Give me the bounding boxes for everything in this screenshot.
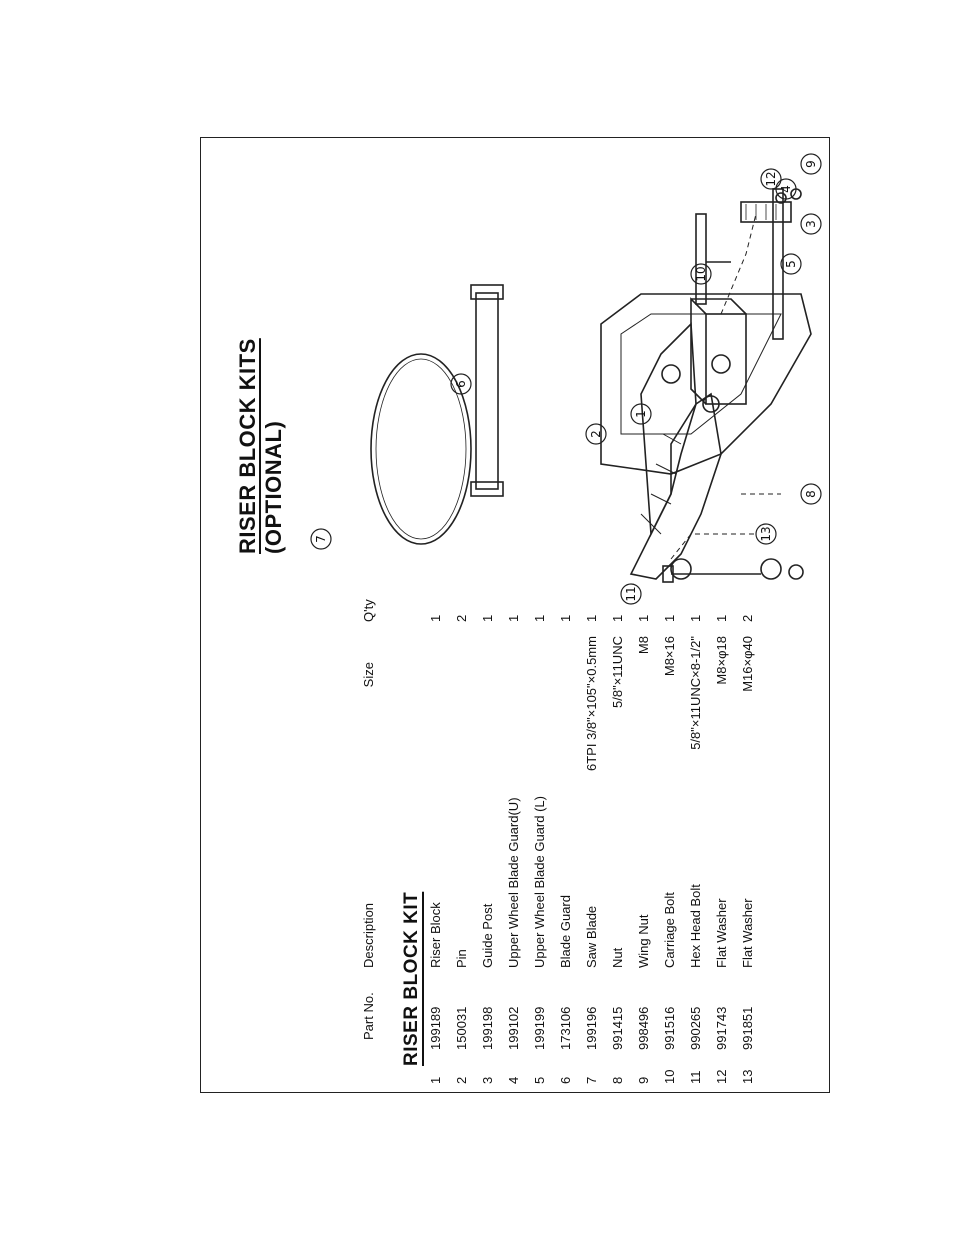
assembly-line-a: [670, 533, 756, 560]
riser-block-side: [691, 298, 747, 315]
lower-frame-hole-a: [661, 364, 681, 384]
page-frame: RISER BLOCK KIT Part No. Description Siz…: [200, 137, 830, 1093]
callout-circle-10: [690, 263, 712, 285]
callout-label-5: 5: [784, 260, 798, 268]
lower-frame-hole-b: [711, 354, 731, 374]
callout-circle-7: [310, 528, 332, 550]
assembly-line-b: [720, 213, 757, 315]
callout-label-4: 4: [779, 185, 793, 193]
saw-blade-loop: [370, 353, 472, 545]
blade-guard-part: [475, 292, 499, 490]
rotated-content: RISER BLOCK KIT Part No. Description Siz…: [201, 138, 831, 1094]
riser-block-part: [705, 313, 747, 405]
callout-label-1: 1: [634, 410, 648, 418]
riser-block-top: [690, 297, 707, 405]
blade-guard-end-a: [470, 481, 504, 497]
callout-label-12: 12: [764, 171, 778, 186]
callout-circle-3: [800, 213, 822, 235]
callout-circle-9: [800, 153, 822, 175]
saw-blade-inner: [375, 358, 467, 540]
lower-frame-inner: [620, 313, 782, 435]
upper-guard-u-teeth: [745, 204, 777, 220]
callout-label-3: 3: [804, 220, 818, 228]
callout-circle-13: [755, 523, 777, 545]
nut-part: [788, 564, 804, 580]
lower-frame-casting: [600, 293, 812, 475]
callout-circle-8: [800, 483, 822, 505]
blade-guard-end-b: [470, 284, 504, 300]
callout-label-13: 13: [759, 526, 773, 541]
callout-circle-12: [760, 168, 782, 190]
callout-label-9: 9: [804, 160, 818, 168]
callout-circle-4: [775, 178, 797, 200]
callout-circle-5: [780, 253, 802, 275]
callout-label-11: 11: [624, 586, 638, 601]
guide-post-part: [772, 188, 784, 340]
callout-circle-11: [620, 583, 642, 605]
callout-label-2: 2: [589, 430, 603, 438]
upper-arm-ribs: [640, 433, 682, 535]
callout-circle-1: [630, 403, 652, 425]
upper-guard-l-part: [695, 213, 707, 305]
callout-label-6: 6: [454, 380, 468, 388]
washer-part-a: [670, 558, 692, 580]
upper-arm-casting: [640, 322, 697, 537]
upper-arm-body: [629, 392, 722, 580]
washer-part-b: [760, 558, 782, 580]
callout-label-10: 10: [694, 266, 708, 281]
callout-circle-6: [450, 373, 472, 395]
upper-guard-u-part: [740, 201, 792, 223]
callout-label-7: 7: [314, 535, 328, 543]
callout-circle-2: [585, 423, 607, 445]
callout-label-8: 8: [804, 490, 818, 498]
flat-washer-small-part: [775, 192, 787, 204]
